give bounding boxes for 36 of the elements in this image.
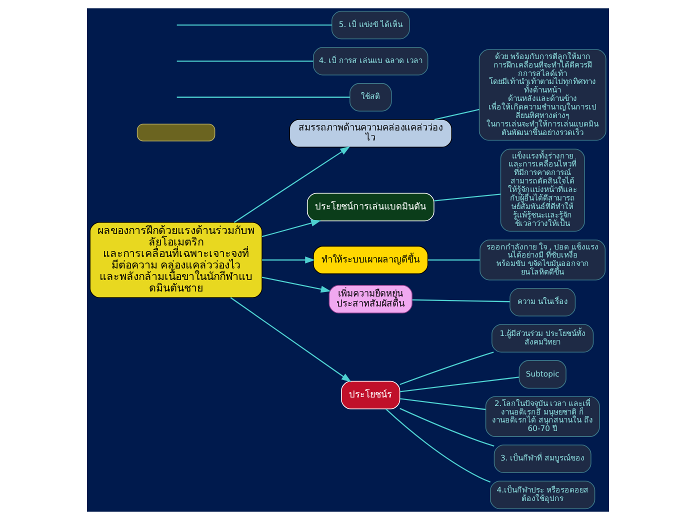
connector — [386, 408, 491, 483]
node-box: ใช้สติ — [350, 83, 392, 112]
arrow — [262, 220, 322, 238]
node-box: ประโยชน์การเล่นแบดมินตัน — [306, 192, 434, 222]
node-box: แข็งแรงทั้งร่างกาย และการเคลื่อนไหวที่ ที่มีการคาดการณ์ สามารถตัดสินใจได้ ให้รู้จักแบ่งหน้าที่และ กับผู้อื่นได้ดีสามารถ ษย์สัมพันธ์ที่ดีทำให้ รู้แพ้รู้ชนะและรู้จัก ช้เวลาว่างให้เป็น — [500, 148, 585, 232]
connector — [176, 96, 350, 98]
node-box: 4.เป็นกีฬาประ หรือรอดอยส ต้องใช้อุปกร — [490, 480, 596, 510]
connector — [176, 24, 332, 26]
node-box: ความ นในเรื่อง — [510, 288, 576, 316]
node-box: 1.ผู้มีส่วนร่วม ประโยชน์ทั้ง สังคมวิทยา — [492, 324, 594, 352]
connector — [412, 299, 510, 302]
node-box: ประโยชน์ร — [341, 380, 400, 410]
arrow — [230, 297, 352, 382]
node-box: รออกกำลังกาย ใจ , ปอด แข็งแรง นได้อย่างมี ที่ซับเหงื่อ พร้อมขับ ขจัดไขมันออกจาก ยนโลหิตดีขึ้น — [480, 240, 606, 280]
node-box: 5. เป็ แข่งขั ได้เห็น — [332, 10, 410, 40]
node-box: ทำให้ระบบเผาผลาญดีขึ้น — [313, 246, 428, 274]
arrow — [262, 256, 316, 264]
arrow — [262, 276, 331, 293]
node-box: ผลของการฝึกด้วยแรงต้านร่วมกับพลัยโอเมตริก และการเคลื่อนที่เฉพาะเจาะจงที่มีต่อความ คล่องแคล่วว่องไว และพลังกล้ามเนื้อขาในนักกีฬาแบดมินตันชาย — [90, 222, 262, 298]
node-box: Subtopic — [518, 360, 566, 389]
connector — [400, 398, 486, 410]
connector — [400, 376, 520, 392]
connector — [428, 259, 480, 261]
connector — [400, 352, 494, 386]
arrow — [234, 146, 350, 223]
node-box: สมรรถภาพด้านความคล่องแคล่วว่องไว — [289, 119, 452, 148]
node-box: เพิ่มความยืดหยุ่น ประสาทสัมผัสตื่น — [328, 284, 412, 314]
node-box — [136, 124, 216, 142]
node-box: 3. เป็นกีฬาที่ สมบูรณ์ของ — [494, 444, 592, 474]
connector — [434, 108, 480, 120]
node-box: ด้วย พร้อมกับการตีลูกให้มาก การฝึกเคลื่อนที่จะทำได้ดีควรฝึกการสไลด์เท้า โดยมีเท้านำเท้าตามไปทุกทิศทางทั้งด้านหน้า ด้านหลังและด้านข้าง เพื่อให้เกิดความชำนาญในการเปลี่ยนทิศทางต่างๆ ในการเล่นจะทำให้การเล่นแบดมินตันพัฒนาขึ้นอย่างรวดเร็ว — [478, 49, 606, 141]
node-box: 4. เป็ การส เล่นแบ ฉลาด เวลา — [313, 46, 428, 76]
connector — [176, 60, 314, 62]
connector — [434, 194, 501, 202]
connector — [400, 408, 494, 447]
node-box: 2.โลกในปัจจุบัน เวลา และเพื่ งานอดิเรกอี มนุษยชาติ ก็ งานอดิเรกได้ สนุกสนานใน ถึง 60-70 ปี — [485, 396, 600, 437]
